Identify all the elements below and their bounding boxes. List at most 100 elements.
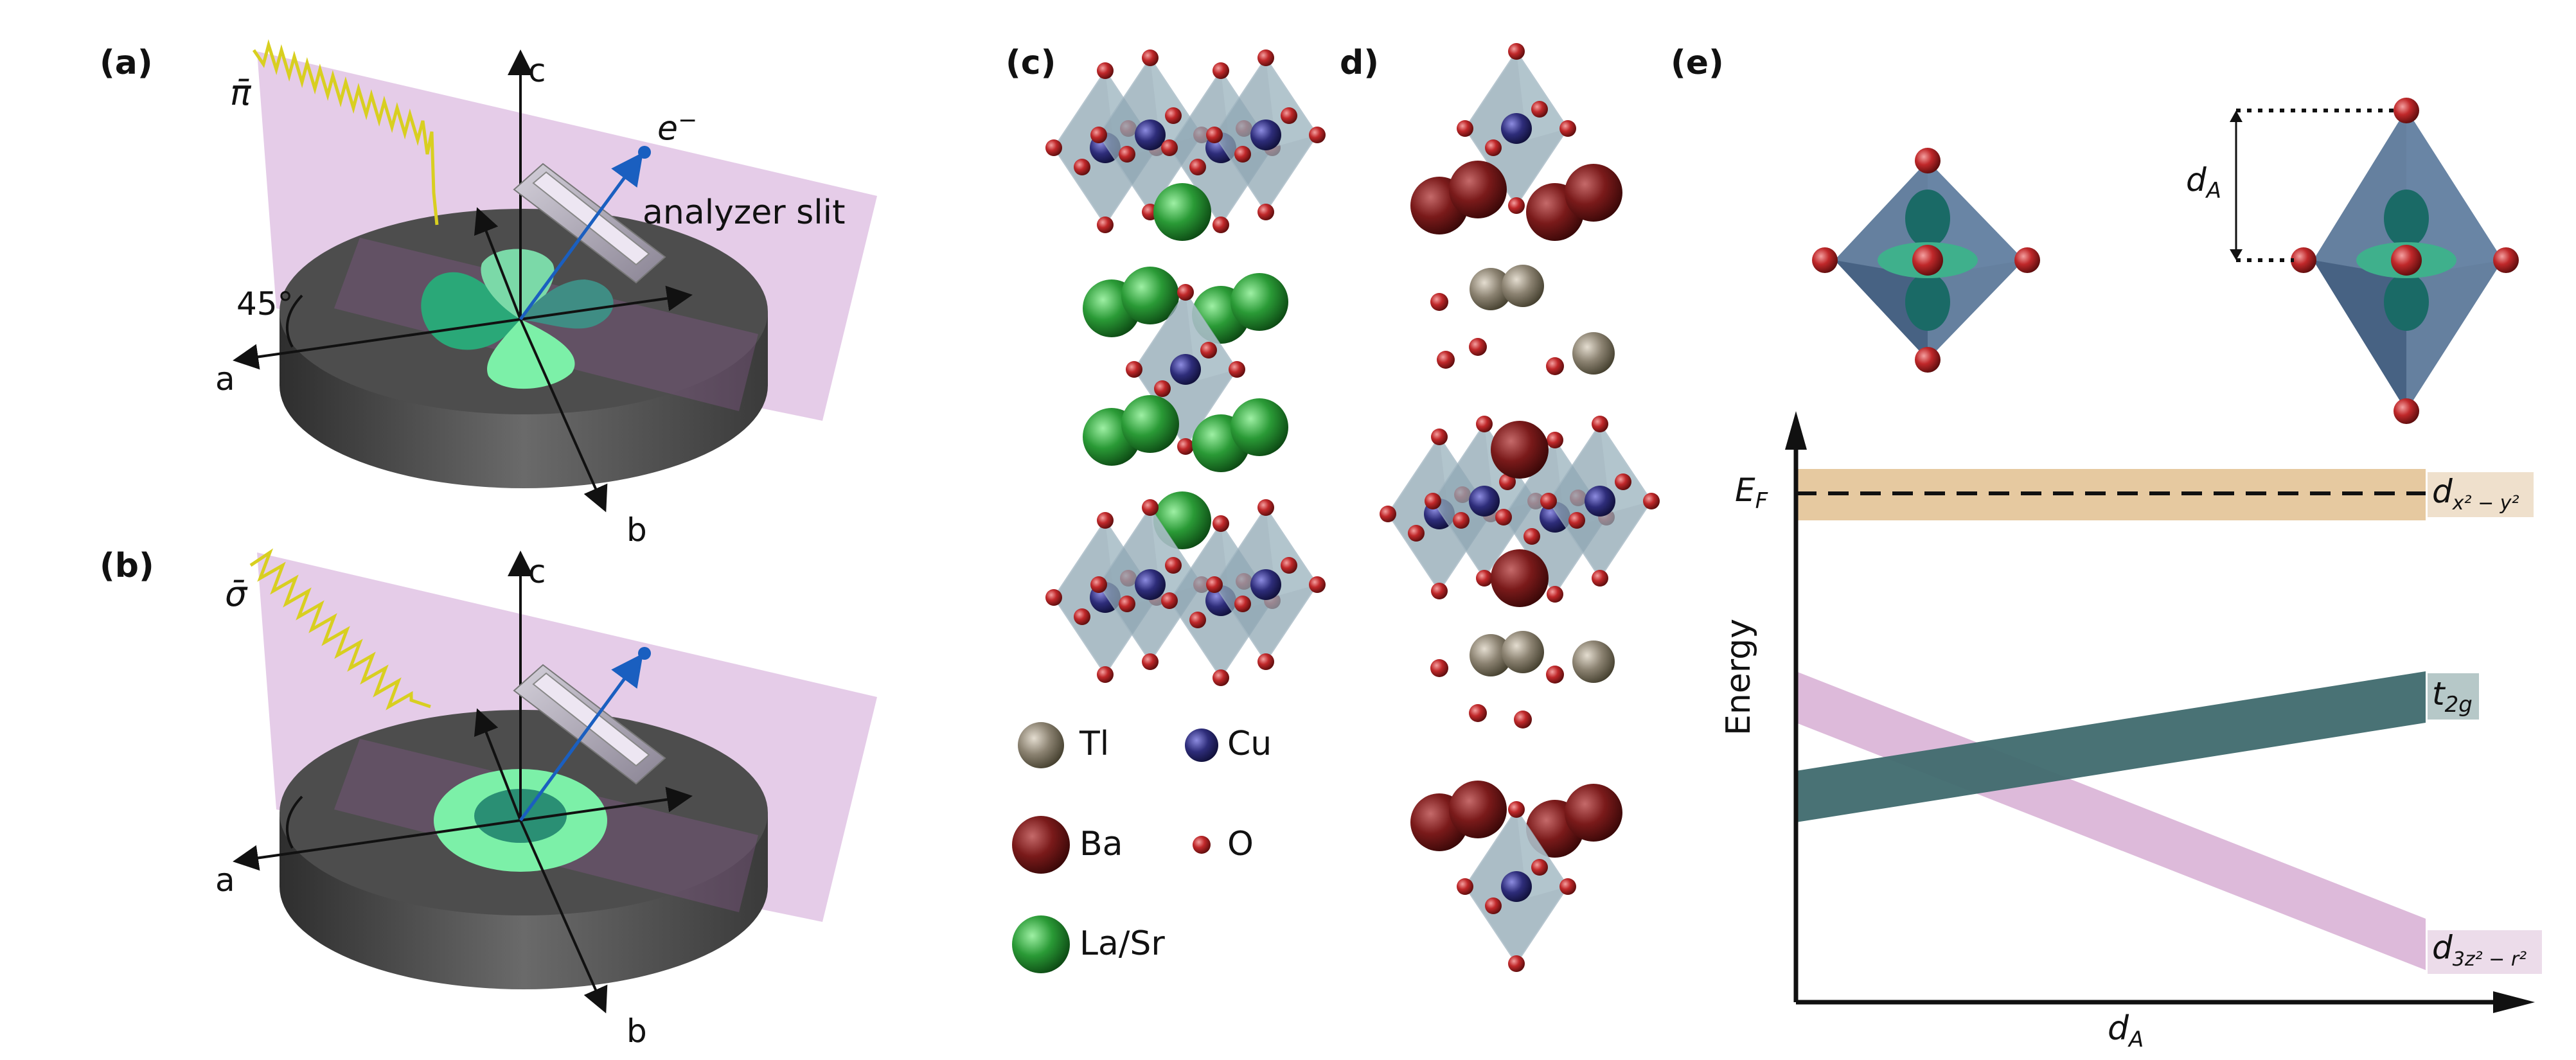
atom-o bbox=[1161, 592, 1178, 609]
fermi-subscript: F bbox=[1755, 488, 1768, 514]
atom-ba bbox=[1449, 161, 1507, 218]
angle-arc bbox=[285, 294, 303, 348]
atom-o bbox=[1514, 711, 1532, 729]
distance-subscript: A bbox=[2206, 178, 2222, 204]
legend-label-tl: Tl bbox=[1079, 725, 1110, 763]
energy-diagram bbox=[1785, 411, 2542, 1013]
atom-cu bbox=[1135, 569, 1166, 600]
axis-neg-a bbox=[520, 285, 693, 321]
atom-o bbox=[1090, 576, 1107, 593]
atom-cu bbox=[1585, 486, 1615, 517]
panel-b-diagram bbox=[233, 548, 877, 1014]
atom-o bbox=[1592, 570, 1608, 587]
atom-o bbox=[1431, 428, 1448, 445]
panel-label-a: (a) bbox=[100, 44, 153, 82]
atom-o bbox=[1643, 493, 1660, 509]
electron-beam bbox=[519, 653, 643, 822]
atom-o bbox=[1508, 197, 1525, 214]
angle-label: 45° bbox=[236, 285, 294, 322]
x-axis-label: dA bbox=[2108, 1012, 2144, 1050]
atom-o bbox=[1161, 139, 1178, 156]
atom-o bbox=[1540, 493, 1557, 509]
atom-o bbox=[1234, 146, 1251, 163]
atom-o bbox=[1074, 608, 1090, 625]
atom-cu bbox=[1501, 113, 1532, 144]
atom-o bbox=[1546, 666, 1564, 684]
atom-o bbox=[1437, 351, 1455, 369]
atom-o bbox=[1142, 499, 1159, 516]
atom-o bbox=[1546, 357, 1564, 375]
axis-a bbox=[233, 318, 521, 370]
legend-label-o: O bbox=[1227, 825, 1254, 863]
axis-label-b: b bbox=[626, 1012, 647, 1050]
atom-o bbox=[1257, 499, 1274, 516]
band-label-d3z2r2: d3z² − r² bbox=[2432, 932, 2527, 969]
atom-o bbox=[1097, 216, 1114, 233]
atom-o bbox=[1165, 107, 1182, 124]
atom-o bbox=[1309, 576, 1326, 593]
panel-label-c: (c) bbox=[1006, 44, 1056, 82]
band-dx2y2 bbox=[1796, 469, 2426, 520]
atom-ba bbox=[1491, 421, 1549, 479]
octahedron-elongated bbox=[2291, 98, 2519, 424]
photon-symbol-pi: π̄ bbox=[230, 73, 251, 113]
axis-label-b: b bbox=[626, 511, 647, 549]
atom-la-sr bbox=[1121, 395, 1179, 453]
legend-label-ba: Ba bbox=[1079, 825, 1123, 863]
atom-tl bbox=[1502, 631, 1544, 673]
atom-o bbox=[1485, 139, 1502, 156]
atom-o bbox=[1499, 473, 1516, 490]
axis-label-a: a bbox=[215, 360, 235, 398]
atom-o bbox=[1257, 653, 1274, 670]
atom-o bbox=[1177, 284, 1194, 301]
octahedron-regular bbox=[1812, 148, 2040, 373]
atom-o bbox=[1200, 342, 1217, 358]
atom-ba bbox=[1565, 164, 1622, 222]
band-label-t2g: t2g bbox=[2432, 678, 2473, 716]
y-axis-label: Energy bbox=[1719, 618, 1758, 736]
band-label-dx2y2: dx² − y² bbox=[2432, 475, 2519, 513]
atom-o bbox=[1592, 416, 1608, 432]
atom-o bbox=[1547, 586, 1563, 603]
atom-o bbox=[1495, 509, 1512, 526]
atom-o bbox=[1142, 653, 1159, 670]
electron-beam bbox=[519, 152, 643, 321]
angle-arc bbox=[285, 795, 303, 849]
atom-o bbox=[1097, 62, 1114, 79]
atom-o bbox=[1212, 515, 1229, 532]
atom-tl bbox=[1572, 332, 1615, 375]
electron-charge: − bbox=[678, 107, 698, 134]
atom-o bbox=[1074, 159, 1090, 175]
atom-o bbox=[1165, 557, 1182, 574]
legend-marker-ba bbox=[1012, 816, 1070, 874]
atom-o bbox=[1547, 432, 1563, 448]
panel-a-diagram bbox=[233, 39, 877, 513]
electron-dot bbox=[638, 647, 651, 660]
panel-label-e: (e) bbox=[1671, 44, 1724, 82]
atom-o bbox=[1508, 955, 1525, 972]
atom-o bbox=[1257, 204, 1274, 220]
atom-o bbox=[1453, 512, 1470, 529]
atom-la-sr bbox=[1121, 267, 1179, 324]
orbital-lobe bbox=[487, 319, 575, 389]
crystal-structure-tl2201 bbox=[1380, 43, 1660, 972]
atom-o bbox=[1281, 557, 1297, 574]
atom-o bbox=[1090, 127, 1107, 143]
atom-o bbox=[1380, 506, 1396, 522]
atom-o bbox=[1142, 49, 1159, 66]
band-subscript: 2g bbox=[2444, 692, 2473, 718]
axis-neg-b bbox=[474, 708, 522, 821]
panel-label-d: d) bbox=[1340, 44, 1379, 82]
electron-symbol: e bbox=[657, 109, 678, 148]
atom-cu bbox=[1250, 569, 1281, 600]
atom-o bbox=[1119, 596, 1135, 612]
atom-cu bbox=[1170, 354, 1201, 385]
atom-o bbox=[1212, 216, 1229, 233]
atom-o bbox=[1177, 438, 1194, 455]
atom-o bbox=[1531, 859, 1548, 876]
atom-o bbox=[1476, 570, 1493, 587]
atom-o bbox=[1154, 380, 1171, 397]
axis-label-a: a bbox=[215, 861, 235, 899]
slit-label: analyzer slit bbox=[643, 193, 846, 232]
distance-symbol: d bbox=[2186, 161, 2207, 199]
